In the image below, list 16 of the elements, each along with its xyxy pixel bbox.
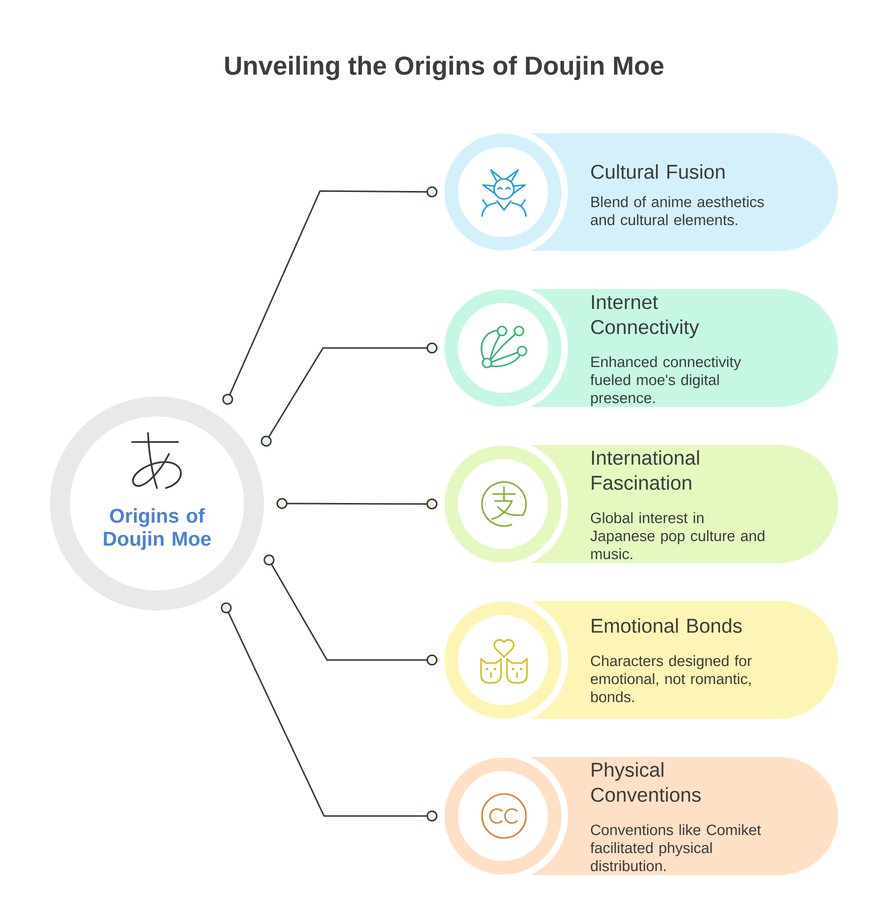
- card-text: Conventions like Comiket facilitated physical distribution.: [590, 824, 761, 872]
- card-text: Blend of anime aesthetics and cultural elements.: [590, 196, 764, 226]
- card-heading: Emotional Bonds: [592, 618, 742, 633]
- card-heading: Internet Connectivity: [591, 295, 700, 338]
- card-text: Characters designed for emotional, not romantic, bonds.: [590, 655, 752, 702]
- connector: [264, 554, 438, 666]
- card-text: Global interest in Japanese pop culture and music.: [590, 512, 764, 560]
- card-heading: Cultural Fusion: [591, 164, 724, 179]
- card-heading: International Fascination: [592, 450, 699, 490]
- connector: [260, 342, 438, 447]
- card-heading: Physical Conventions: [591, 762, 701, 802]
- connector: [222, 186, 438, 405]
- connector: [276, 498, 438, 510]
- connector: [220, 602, 438, 822]
- card-text: Enhanced connectivity fueled moe's digital presence.: [590, 356, 742, 406]
- diagram-title: Unveiling the Origins of Doujin Moe: [225, 56, 664, 80]
